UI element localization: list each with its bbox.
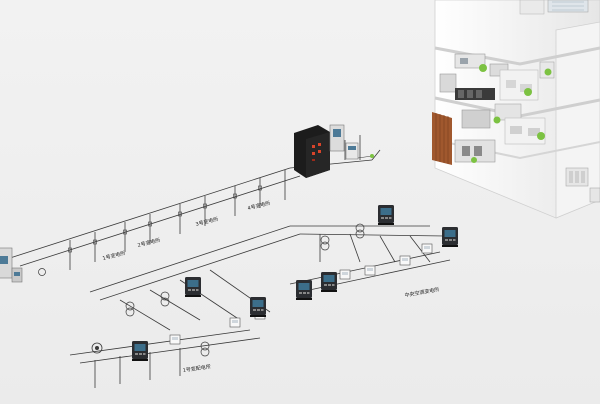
wiring [9, 135, 451, 388]
building-cutaway [432, 0, 600, 219]
label-substation-1: 1号变配电所 [182, 363, 211, 374]
meter-5 [296, 280, 312, 300]
switchgear-symbols [38, 185, 433, 357]
meter-4 [250, 297, 266, 317]
meter-3 [185, 277, 201, 297]
label-transformer-1: 1号变电所 [102, 250, 126, 262]
top-cabinet [294, 124, 374, 178]
label-substation-2: 中央空调变电所 [404, 286, 440, 299]
meter-1 [378, 205, 394, 225]
meter-2 [442, 227, 458, 247]
label-transformer-3: 3号变电所 [195, 216, 219, 228]
meter-7 [132, 341, 148, 361]
label-transformer-2: 2号变电所 [137, 237, 161, 249]
label-transformer-4: 4号变电所 [247, 200, 271, 212]
meter-6 [321, 272, 337, 292]
left-cabinet [0, 247, 23, 283]
